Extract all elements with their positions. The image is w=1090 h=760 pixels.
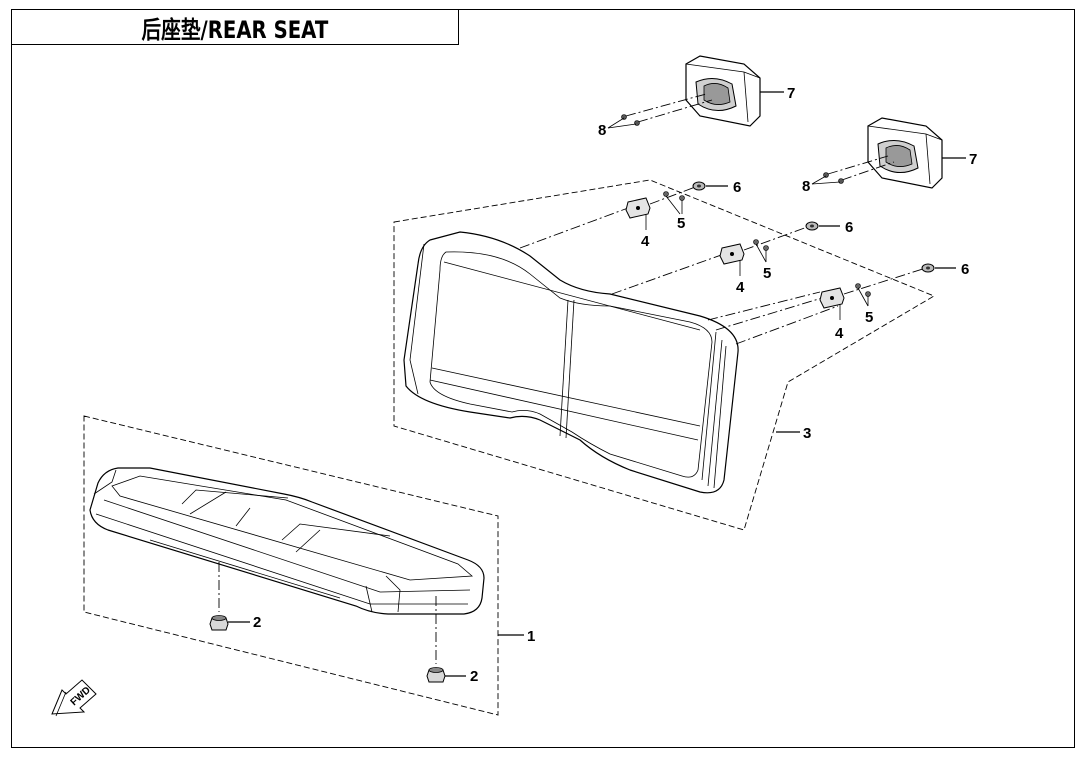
backrest-outline <box>403 231 739 494</box>
callout-6a: 6 <box>733 179 741 196</box>
bracket-group-3 <box>819 263 956 320</box>
backrest-panel <box>429 251 713 478</box>
seat-cushion-group-outline <box>83 415 499 716</box>
backrest <box>393 179 936 531</box>
callout-4c: 4 <box>835 325 844 342</box>
bracket-group-1 <box>625 181 728 230</box>
screw-8a <box>621 114 627 120</box>
seat-cushion-top <box>111 475 474 581</box>
callout-1: 1 <box>527 628 535 645</box>
bracket-group-2 <box>719 221 840 276</box>
seat-cushion <box>83 415 499 716</box>
seat-cushion-outline <box>89 467 485 615</box>
screw-2b <box>763 245 769 251</box>
screw-2a <box>753 239 759 245</box>
nut-left <box>209 615 229 631</box>
title-box: 后座垫/REAR SEAT <box>11 9 459 45</box>
screw-3a <box>855 283 861 289</box>
callout-4a: 4 <box>641 233 650 250</box>
nut-part-2 <box>209 615 466 683</box>
screw-3b <box>865 291 871 297</box>
callout-5b: 5 <box>763 265 771 282</box>
callout-6c: 6 <box>961 261 969 278</box>
callout-4b: 4 <box>736 279 745 296</box>
drawing-frame <box>11 9 1075 748</box>
callout-3: 3 <box>803 425 811 442</box>
fwd-arrow-icon: FWD <box>51 679 97 717</box>
nut-right <box>426 667 446 683</box>
callout-2a: 2 <box>253 614 261 631</box>
callout-8b: 8 <box>802 178 810 195</box>
callout-6b: 6 <box>845 219 853 236</box>
callout-7a: 7 <box>787 85 795 102</box>
callout-5c: 5 <box>865 309 873 326</box>
screw-8d <box>838 178 844 184</box>
headrest-block-2 <box>811 117 966 189</box>
backrest-group-outline <box>393 179 936 531</box>
screw-1b <box>679 195 685 201</box>
callout-7b: 7 <box>969 151 977 168</box>
screw-8c <box>823 172 829 178</box>
screw-1a <box>663 191 669 197</box>
screw-8b <box>634 120 640 126</box>
callout-5a: 5 <box>677 215 685 232</box>
headrest-block-1 <box>607 55 784 129</box>
page-title: 后座垫/REAR SEAT <box>141 15 329 44</box>
callout-2b: 2 <box>470 668 478 685</box>
callout-8a: 8 <box>598 122 606 139</box>
